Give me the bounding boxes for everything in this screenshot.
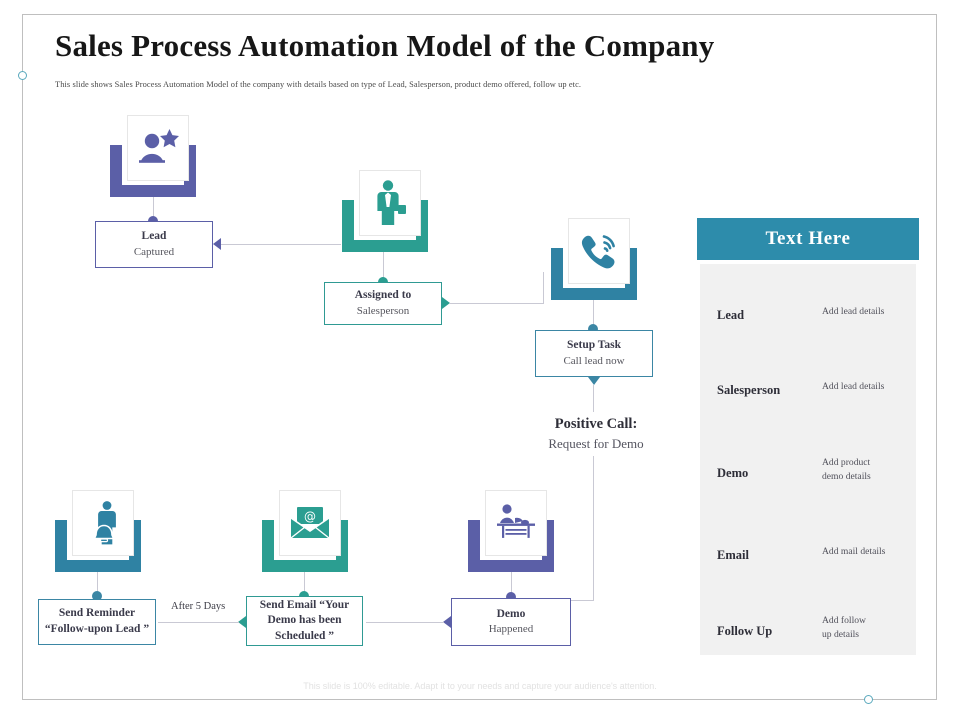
node-assigned-to-salesperson[interactable]: Assigned to Salesperson bbox=[324, 282, 442, 325]
arrow-after-assigned bbox=[442, 297, 450, 309]
panel-header: Text Here bbox=[697, 218, 919, 260]
node-line1: Setup Task bbox=[566, 339, 622, 352]
connector-reminder-icon-to-box bbox=[97, 572, 98, 597]
reminder-bell-icon bbox=[72, 490, 134, 556]
connector-assigned-to-setup bbox=[450, 303, 543, 304]
node-knob-setup bbox=[588, 324, 598, 334]
note-line2: Request for Demo bbox=[548, 436, 644, 452]
node-line1: Demo bbox=[496, 607, 526, 620]
phone-ring-icon bbox=[568, 218, 630, 284]
node-line2: Call lead now bbox=[563, 354, 625, 367]
connector-email-icon-to-box bbox=[304, 572, 305, 597]
row-key: Follow Up bbox=[717, 624, 773, 638]
page-subtitle: This slide shows Sales Process Automatio… bbox=[55, 80, 582, 89]
connector-reminder-to-email bbox=[158, 622, 239, 623]
icon-tray bbox=[55, 520, 141, 572]
arrow-into-lead-captured bbox=[213, 238, 221, 250]
arrow-into-demo-happened bbox=[443, 616, 451, 628]
row-value: Add lead details bbox=[822, 381, 885, 392]
connector-setup-icon-to-box bbox=[593, 300, 594, 328]
arrow-below-setup-task bbox=[588, 377, 600, 385]
decorative-dot-left bbox=[18, 71, 27, 80]
node-line1: Send Email “Your bbox=[259, 598, 350, 611]
details-panel: Text Here Lead Add lead details Salesper… bbox=[697, 218, 919, 655]
node-knob-demo bbox=[506, 592, 516, 602]
icon-tray bbox=[551, 248, 637, 300]
salesperson-icon bbox=[359, 170, 421, 236]
icon-sheet bbox=[127, 115, 189, 181]
presentation-icon bbox=[485, 490, 547, 556]
row-value: Add mail details bbox=[822, 546, 886, 557]
node-line1: Lead bbox=[141, 230, 167, 243]
panel-body: Lead Add lead details Salesperson Add le… bbox=[700, 264, 916, 655]
node-send-email[interactable]: Send Email “Your Demo has been Scheduled… bbox=[246, 596, 363, 646]
node-send-reminder[interactable]: Send Reminder “Follow-upon Lead ” bbox=[38, 599, 156, 645]
icon-tray bbox=[342, 200, 428, 252]
connector-down-to-demo-row bbox=[570, 600, 594, 601]
row-key: Lead bbox=[717, 308, 745, 322]
row-key: Salesperson bbox=[717, 383, 781, 397]
edge-label-after-5-days: After 5 Days bbox=[168, 601, 229, 612]
svg-text:@: @ bbox=[304, 510, 316, 524]
node-demo-happened[interactable]: Demo Happened bbox=[451, 598, 571, 646]
icon-sheet bbox=[485, 490, 547, 556]
page-title: Sales Process Automation Model of the Co… bbox=[55, 28, 715, 63]
connector-demo-icon-to-box bbox=[511, 572, 512, 598]
node-line2: Demo has been bbox=[267, 614, 342, 627]
node-line2: Salesperson bbox=[356, 304, 410, 317]
node-line3: Scheduled ” bbox=[274, 629, 335, 642]
icon-sheet bbox=[568, 218, 630, 284]
connector-salesperson-icon-to-box bbox=[383, 252, 384, 282]
node-knob-reminder bbox=[92, 591, 102, 601]
row-key: Email bbox=[717, 548, 749, 562]
node-line2: “Follow-upon Lead ” bbox=[44, 623, 150, 635]
decorative-dot-bottom bbox=[864, 695, 873, 704]
connector-riser-setup bbox=[543, 272, 544, 304]
node-line2: Captured bbox=[133, 245, 175, 258]
row-value: Add product demo details bbox=[822, 457, 871, 482]
connector-lead-icon-to-box bbox=[153, 197, 154, 222]
slide-footer: This slide is 100% editable. Adapt it to… bbox=[303, 681, 657, 691]
row-key: Demo bbox=[717, 466, 749, 480]
row-value: Add lead details bbox=[822, 306, 885, 317]
node-line1: Assigned to bbox=[354, 289, 412, 302]
arrow-into-send-email bbox=[238, 616, 246, 628]
row-value: Add follow up details bbox=[822, 615, 866, 640]
connector-email-to-demo bbox=[366, 622, 444, 623]
email-at-icon: @ bbox=[279, 490, 341, 556]
note-line1: Positive Call: bbox=[554, 416, 638, 432]
node-line1: Send Reminder bbox=[58, 607, 136, 620]
node-line2: Happened bbox=[488, 623, 534, 636]
lead-star-icon bbox=[127, 115, 189, 181]
positive-call-note: Positive Call: Request for Demo bbox=[500, 412, 692, 456]
icon-tray bbox=[110, 145, 196, 197]
icon-tray bbox=[468, 520, 554, 572]
connector-lead-to-salesperson bbox=[221, 244, 341, 245]
node-lead-captured[interactable]: Lead Captured bbox=[95, 221, 213, 268]
node-setup-task[interactable]: Setup Task Call lead now bbox=[535, 330, 653, 377]
connector-setup-down-long bbox=[593, 385, 594, 600]
icon-sheet bbox=[279, 490, 341, 556]
